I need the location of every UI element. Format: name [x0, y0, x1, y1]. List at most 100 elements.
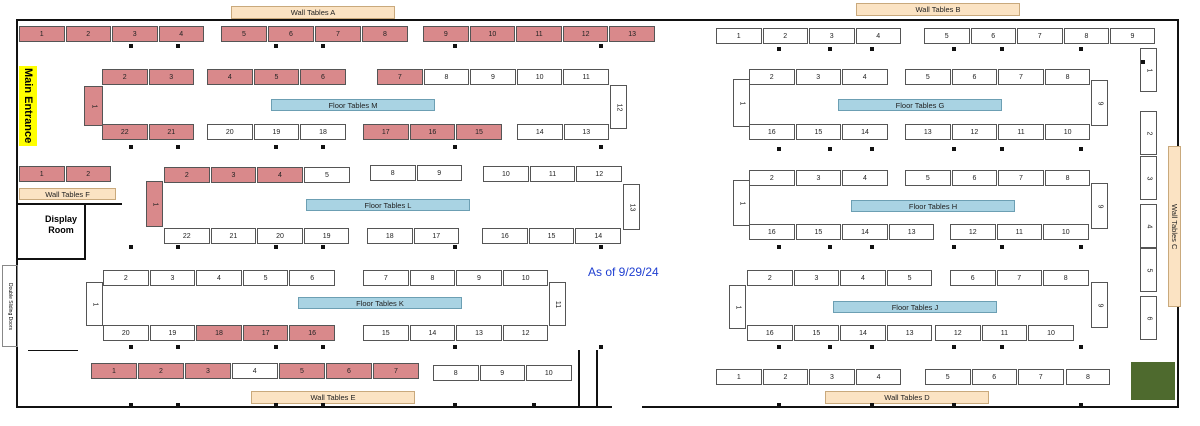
table-gBot-10[interactable]: 10 — [1044, 124, 1091, 140]
table-wallB-1[interactable]: 1 — [716, 28, 762, 44]
table-mBot-15[interactable]: 15 — [456, 124, 502, 140]
table-gRight-9[interactable]: 9 — [1091, 80, 1108, 126]
table-gLeft-1[interactable]: 1 — [733, 79, 750, 127]
table-wallB-6[interactable]: 6 — [970, 28, 1016, 44]
table-hRight-9[interactable]: 9 — [1091, 183, 1108, 229]
table-hBot-16[interactable]: 16 — [749, 224, 795, 240]
table-jLeft-1[interactable]: 1 — [729, 285, 746, 329]
table-lTop-8[interactable]: 8 — [370, 165, 416, 181]
table-hLeft-1[interactable]: 1 — [733, 180, 750, 226]
table-hTop-4[interactable]: 4 — [842, 170, 888, 186]
table-wallF-2[interactable]: 2 — [65, 166, 111, 182]
table-wallD-2[interactable]: 2 — [762, 369, 809, 385]
table-kRight-11[interactable]: 11 — [549, 282, 566, 326]
table-wallA-12[interactable]: 12 — [562, 26, 609, 42]
table-wallE-3[interactable]: 3 — [185, 363, 231, 379]
table-wallA-2[interactable]: 2 — [65, 26, 111, 42]
table-wallB-8[interactable]: 8 — [1064, 28, 1109, 44]
table-wallE-9[interactable]: 9 — [479, 365, 525, 381]
table-wallA-8[interactable]: 8 — [362, 26, 408, 42]
table-jBot-13[interactable]: 13 — [886, 325, 933, 341]
table-jBot-11[interactable]: 11 — [981, 325, 1028, 341]
table-wallC-3[interactable]: 3 — [1140, 156, 1157, 200]
table-wallD-3[interactable]: 3 — [809, 369, 855, 385]
table-lTop-3[interactable]: 3 — [210, 167, 257, 183]
table-kBot-16[interactable]: 16 — [289, 325, 335, 341]
table-wallD-5[interactable]: 5 — [925, 369, 971, 385]
table-lRight-13[interactable]: 13 — [623, 184, 640, 230]
table-kTop-8[interactable]: 8 — [409, 270, 456, 286]
table-wallA-9[interactable]: 9 — [423, 26, 469, 42]
table-lBot-20[interactable]: 20 — [257, 228, 303, 244]
table-mTop-7[interactable]: 7 — [377, 69, 423, 85]
table-lLeft-1[interactable]: 1 — [146, 181, 163, 227]
table-kTop-7[interactable]: 7 — [363, 270, 409, 286]
table-wallC-5[interactable]: 5 — [1140, 248, 1157, 292]
table-kTop-4[interactable]: 4 — [196, 270, 242, 286]
table-mTop-6[interactable]: 6 — [300, 69, 346, 85]
table-wallC-4[interactable]: 4 — [1140, 204, 1157, 248]
table-kTop-5[interactable]: 5 — [242, 270, 289, 286]
table-wallA-13[interactable]: 13 — [609, 26, 655, 42]
table-wallE-10[interactable]: 10 — [526, 365, 572, 381]
table-gTop-8[interactable]: 8 — [1044, 69, 1091, 85]
table-wallB-7[interactable]: 7 — [1017, 28, 1063, 44]
table-mBot-19[interactable]: 19 — [253, 124, 300, 140]
table-hTop-3[interactable]: 3 — [795, 170, 842, 186]
table-wallB-2[interactable]: 2 — [762, 28, 808, 44]
table-lTop-11[interactable]: 11 — [529, 166, 576, 182]
table-mTop-9[interactable]: 9 — [470, 69, 516, 85]
table-kBot-17[interactable]: 17 — [242, 325, 289, 341]
table-lTop-4[interactable]: 4 — [257, 167, 303, 183]
table-gTop-3[interactable]: 3 — [795, 69, 841, 85]
table-wallD-1[interactable]: 1 — [716, 369, 762, 385]
table-kBot-14[interactable]: 14 — [409, 325, 456, 341]
table-lBot-19[interactable]: 19 — [303, 228, 350, 244]
table-gTop-6[interactable]: 6 — [951, 69, 998, 85]
table-mTop-3[interactable]: 3 — [148, 69, 194, 85]
table-kBot-15[interactable]: 15 — [363, 325, 409, 341]
table-lBot-16[interactable]: 16 — [482, 228, 528, 244]
table-wallE-8[interactable]: 8 — [433, 365, 479, 381]
table-hBot-12[interactable]: 12 — [950, 224, 996, 240]
table-wallC-6[interactable]: 6 — [1140, 296, 1157, 340]
table-wallB-5[interactable]: 5 — [924, 28, 970, 44]
table-mTop-4[interactable]: 4 — [207, 69, 253, 85]
table-wallC-2[interactable]: 2 — [1140, 111, 1157, 155]
table-wallA-10[interactable]: 10 — [469, 26, 516, 42]
table-mTop-11[interactable]: 11 — [563, 69, 609, 85]
table-jTop-2[interactable]: 2 — [747, 270, 793, 286]
table-lTop-2[interactable]: 2 — [164, 167, 210, 183]
table-lTop-5[interactable]: 5 — [304, 167, 350, 183]
table-jTop-3[interactable]: 3 — [793, 270, 840, 286]
table-wallC-1[interactable]: 1 — [1140, 48, 1157, 92]
table-lBot-17[interactable]: 17 — [413, 228, 459, 244]
table-kTop-2[interactable]: 2 — [103, 270, 149, 286]
table-wallA-4[interactable]: 4 — [158, 26, 204, 42]
table-wallE-1[interactable]: 1 — [91, 363, 137, 379]
table-wallE-5[interactable]: 5 — [279, 363, 325, 379]
table-kTop-3[interactable]: 3 — [149, 270, 196, 286]
main-entrance[interactable]: Main Entrance — [19, 66, 37, 146]
table-hBot-14[interactable]: 14 — [842, 224, 888, 240]
table-lBot-14[interactable]: 14 — [575, 228, 622, 244]
table-gBot-11[interactable]: 11 — [998, 124, 1044, 140]
table-jTop-6[interactable]: 6 — [950, 270, 996, 286]
table-hTop-6[interactable]: 6 — [951, 170, 998, 186]
table-lBot-22[interactable]: 22 — [164, 228, 210, 244]
table-wallA-1[interactable]: 1 — [19, 26, 65, 42]
table-gBot-14[interactable]: 14 — [842, 124, 888, 140]
table-jTop-8[interactable]: 8 — [1043, 270, 1089, 286]
table-wallD-7[interactable]: 7 — [1018, 369, 1064, 385]
table-gBot-13[interactable]: 13 — [905, 124, 951, 140]
table-mBot-22[interactable]: 22 — [102, 124, 148, 140]
table-hBot-11[interactable]: 11 — [996, 224, 1042, 240]
table-kBot-13[interactable]: 13 — [456, 325, 502, 341]
table-gBot-12[interactable]: 12 — [951, 124, 998, 140]
table-wallA-11[interactable]: 11 — [516, 26, 562, 42]
table-wallE-7[interactable]: 7 — [373, 363, 419, 379]
table-gTop-4[interactable]: 4 — [842, 69, 888, 85]
table-hTop-8[interactable]: 8 — [1044, 170, 1091, 186]
table-wallB-4[interactable]: 4 — [855, 28, 901, 44]
table-wallB-9[interactable]: 9 — [1110, 28, 1155, 44]
